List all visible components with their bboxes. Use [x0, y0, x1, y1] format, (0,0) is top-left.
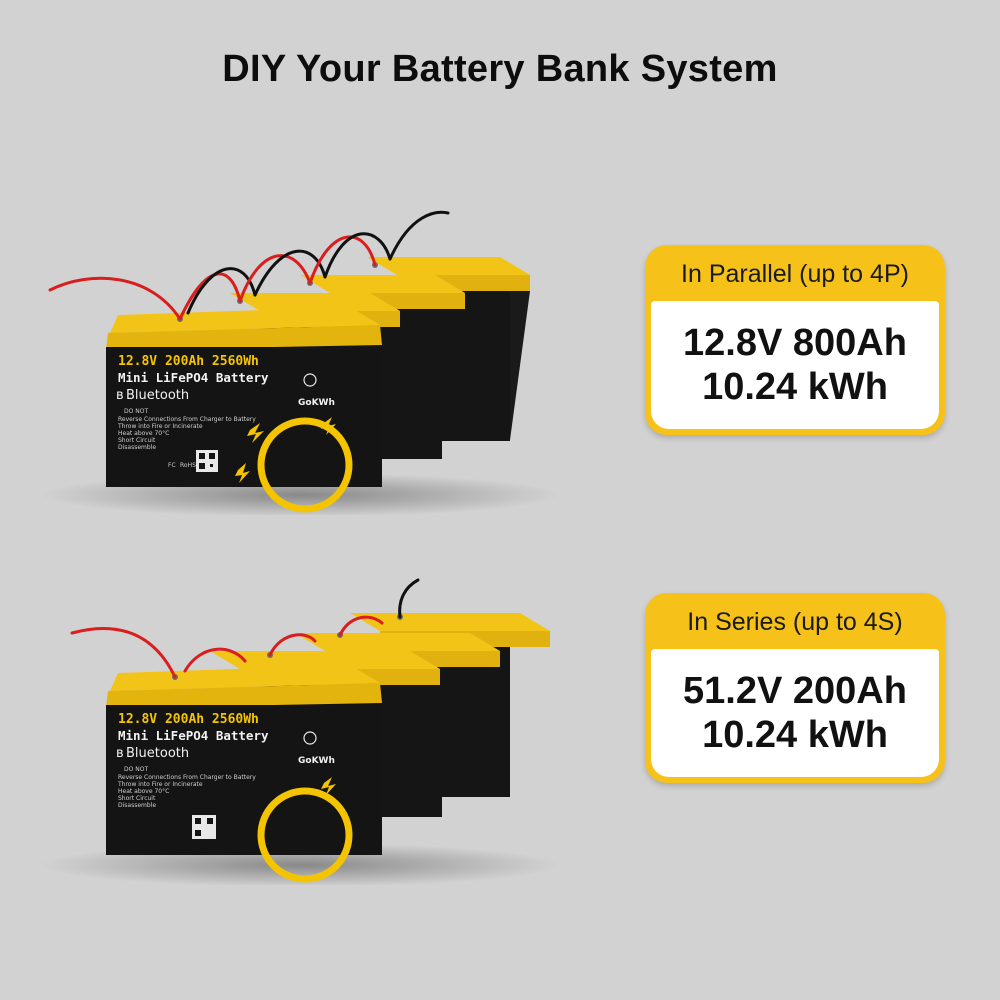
bluetooth-icon: ʙ — [116, 746, 124, 761]
battery-warning-4: Short Circuit — [118, 795, 156, 802]
battery-warning-title: DO NOT — [124, 408, 148, 415]
brand-ring-graphic — [257, 417, 353, 513]
series-energy: 10.24 kWh — [702, 714, 888, 756]
battery-name-label: Mini LiFePO4 Battery — [118, 370, 269, 385]
lightning-icon — [235, 463, 250, 483]
battery-bluetooth-label: Bluetooth — [126, 388, 189, 403]
battery-spec-label: 12.8V 200Ah 2560Wh — [118, 712, 259, 727]
series-card-body: 51.2V 200Ah 10.24 kWh — [651, 649, 939, 777]
battery-unit-1: 12.8V 200Ah 2560Wh Mini LiFePO4 Battery … — [106, 307, 382, 513]
battery-warning-title: DO NOT — [124, 766, 148, 773]
battery-name-label: Mini LiFePO4 Battery — [118, 728, 269, 743]
parallel-voltage-capacity: 12.8V 800Ah — [683, 322, 907, 364]
battery-warning-5: Disassemble — [118, 444, 156, 451]
sun-icon — [303, 373, 317, 387]
lightning-icon — [247, 423, 264, 443]
series-spec-card: In Series (up to 4S) 51.2V 200Ah 10.24 k… — [645, 593, 945, 783]
series-voltage-capacity: 51.2V 200Ah — [683, 670, 907, 712]
battery-bluetooth-label: Bluetooth — [126, 746, 189, 761]
battery-warning-1: Reverse Connections From Charger to Batt… — [118, 774, 256, 781]
battery-warning-4: Short Circuit — [118, 437, 156, 444]
battery-group-parallel: 12.8V 200Ah 2560Wh Mini LiFePO4 Battery … — [40, 195, 560, 515]
lightning-icon — [321, 417, 336, 435]
battery-unit-1: 12.8V 200Ah 2560Wh Mini LiFePO4 Battery … — [106, 665, 382, 883]
parallel-spec-card: In Parallel (up to 4P) 12.8V 800Ah 10.24… — [645, 245, 945, 435]
battery-warning-2: Throw into Fire or Incinerate — [117, 781, 203, 788]
parallel-energy: 10.24 kWh — [702, 366, 888, 408]
battery-bank-parallel-illustration: 12.8V 200Ah 2560Wh Mini LiFePO4 Battery … — [40, 210, 560, 515]
battery-bank-series-illustration: 12.8V 200Ah 2560Wh Mini LiFePO4 Battery … — [40, 578, 560, 885]
battery-group-series: 12.8V 200Ah 2560Wh Mini LiFePO4 Battery … — [40, 565, 560, 885]
wiring-series — [70, 578, 420, 679]
parallel-card-heading: In Parallel (up to 4P) — [681, 260, 909, 288]
bluetooth-icon: ʙ — [116, 388, 124, 403]
brand-logo: GoKWh — [298, 756, 335, 766]
battery-warning-1: Reverse Connections From Charger to Batt… — [118, 416, 256, 423]
fc-mark: FC — [168, 462, 176, 469]
rohs-mark: RoHS — [180, 462, 196, 469]
parallel-card-body: 12.8V 800Ah 10.24 kWh — [651, 301, 939, 429]
wiring-parallel — [48, 210, 450, 321]
battery-warning-2: Throw into Fire or Incinerate — [117, 423, 203, 430]
brand-ring-graphic — [257, 787, 353, 883]
series-card-heading: In Series (up to 4S) — [687, 608, 903, 636]
battery-spec-label: 12.8V 200Ah 2560Wh — [118, 354, 259, 369]
sun-icon — [303, 731, 317, 745]
brand-logo: GoKWh — [298, 398, 335, 408]
battery-warning-3: Heat above 70°C — [118, 788, 169, 795]
battery-warning-5: Disassemble — [118, 802, 156, 809]
page-title: DIY Your Battery Bank System — [222, 48, 778, 90]
battery-warning-3: Heat above 70°C — [118, 430, 169, 437]
lightning-icon — [321, 777, 336, 795]
